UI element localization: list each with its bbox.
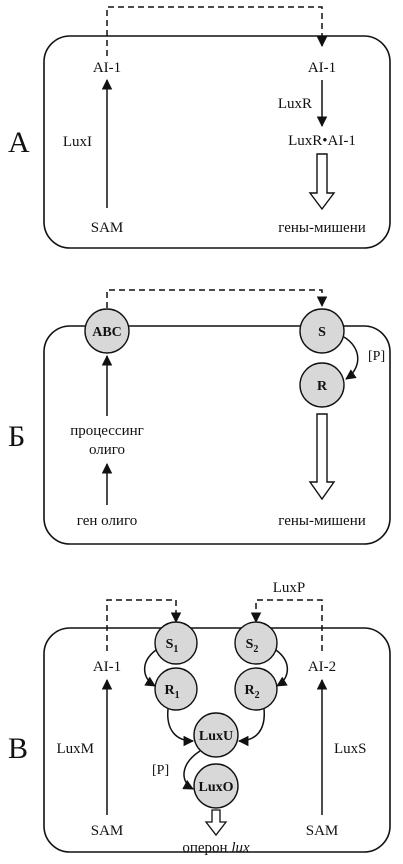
ai1-left-label: AI-1 (93, 60, 121, 76)
diffusion-arrow-ai2 (250, 599, 323, 651)
luxU-node (193, 712, 239, 758)
s2-label: S2 (246, 637, 259, 655)
gene-label: ген олиго (77, 513, 137, 529)
luxS-label: LuxS (334, 741, 367, 757)
ai2-label: AI-2 (308, 659, 336, 675)
s2-node (234, 621, 278, 665)
s1-node (154, 621, 198, 665)
targets-label-b: гены-мишени (278, 513, 366, 529)
diffusion-arrow-b (106, 289, 328, 308)
s1-r1-arrow (143, 649, 157, 687)
abc-node (84, 308, 130, 354)
ai1-label: AI-1 (93, 659, 121, 675)
s2-r2-arrow (275, 649, 289, 687)
panel-c-letter: В (8, 732, 28, 765)
operon-arrow (204, 809, 228, 837)
cell-b (43, 325, 391, 545)
targets-label-a: гены-мишени (278, 220, 366, 236)
s-label: S (318, 325, 326, 340)
operon-label: оперон lux (182, 840, 250, 856)
luxO-label: LuxO (198, 780, 233, 795)
sam-right-label: SAM (306, 823, 339, 839)
r1-luxU-arrow (167, 708, 195, 747)
luxR-label: LuxR (278, 96, 312, 112)
complex-label: LuxR•AI-1 (288, 133, 356, 149)
p-label-b: [P] (368, 349, 385, 364)
luxI-label: LuxI (63, 134, 92, 150)
r2-luxU-arrow (237, 708, 265, 747)
r-node (299, 362, 345, 408)
luxP-label: LuxP (273, 580, 306, 596)
diffusion-arrow-a (106, 6, 328, 56)
activation-arrow-b (308, 413, 336, 501)
panel-a-letter: А (8, 126, 30, 159)
r1-label: R1 (164, 683, 179, 701)
sam-left-label: SAM (91, 823, 124, 839)
s-node (299, 308, 345, 354)
r2-label: R2 (244, 683, 259, 701)
panel-a: А AI-1 AI-1 LuxI SAM LuxR LuxR•AI-1 гены… (8, 6, 391, 249)
cell-a (43, 35, 391, 249)
r-label: R (317, 379, 328, 394)
p-label-c: [P] (152, 763, 169, 778)
sam-label-a: SAM (91, 220, 124, 236)
abc-label: ABC (92, 325, 122, 340)
processing-line1: процессинг (70, 423, 144, 439)
activation-arrow-a (308, 153, 336, 211)
panel-c: В LuxP S1 S2 R1 R2 LuxU LuxO [P] AI-1 (8, 580, 391, 856)
luxU-luxO-arrow (182, 750, 201, 790)
panel-b: Б ABC S R [P] процессинг олиго ген олиго… (8, 289, 391, 545)
ai1-right-label: AI-1 (308, 60, 336, 76)
luxU-label: LuxU (199, 729, 233, 744)
luxO-node (193, 763, 239, 809)
r2-node (234, 667, 278, 711)
cell-c (43, 627, 391, 853)
phospho-arrow-b (343, 336, 359, 380)
diffusion-arrow-ai1 (106, 599, 182, 651)
r1-node (154, 667, 198, 711)
processing-line2: олиго (89, 442, 125, 458)
luxM-label: LuxM (57, 741, 95, 757)
panel-b-letter: Б (8, 420, 25, 453)
s1-label: S1 (166, 637, 179, 655)
